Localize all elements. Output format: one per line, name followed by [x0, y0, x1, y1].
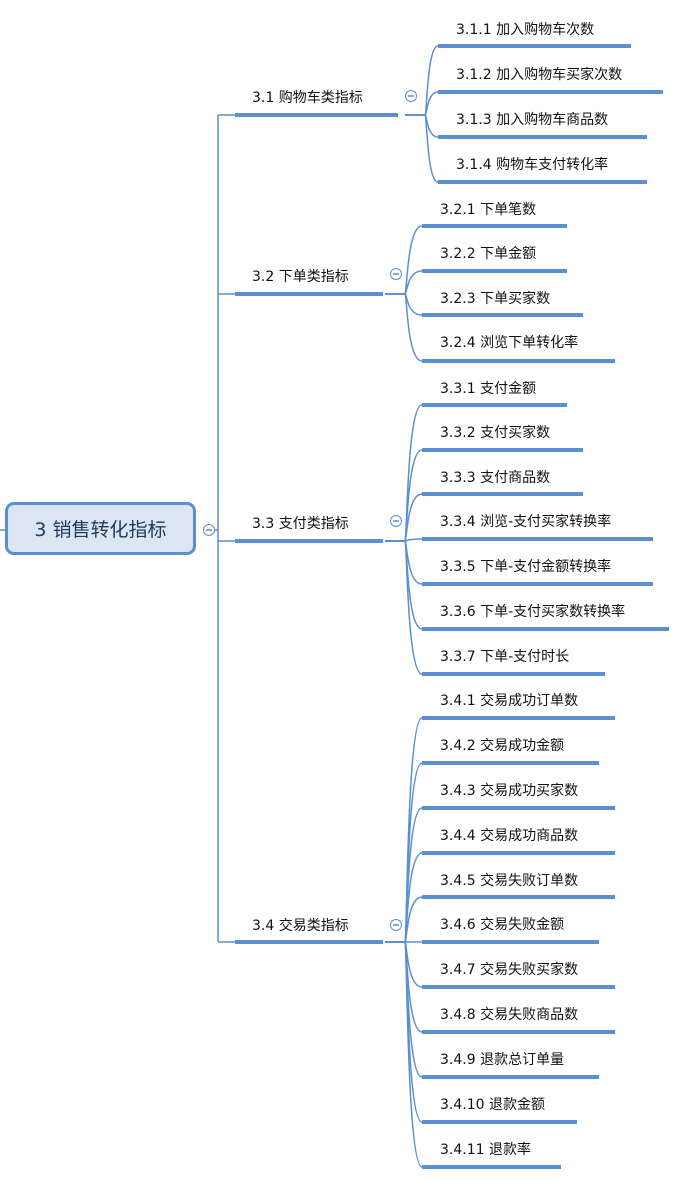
- leaf-3-4-5[interactable]: 3.4.5 交易失败订单数: [440, 873, 579, 889]
- leaf-3-4-11[interactable]: 3.4.11 退款率: [440, 1142, 531, 1158]
- leaf-3-3-1[interactable]: 3.3.1 支付金额: [440, 381, 537, 397]
- leaf-3-1-2[interactable]: 3.1.2 加入购物车买家次数: [456, 67, 623, 83]
- branch-3-2-collapse-button[interactable]: [390, 268, 402, 280]
- leaf-3-3-7[interactable]: 3.3.7 下单-支付时长: [440, 649, 570, 665]
- leaf-3-2-3[interactable]: 3.2.3 下单买家数: [440, 291, 551, 307]
- branch-3-1-label[interactable]: 3.1 购物车类指标: [252, 90, 363, 106]
- branch-3-4-collapse-button[interactable]: [390, 919, 402, 931]
- branch-3-1-collapse-button[interactable]: [405, 90, 417, 102]
- leaf-3-3-3[interactable]: 3.3.3 支付商品数: [440, 470, 551, 486]
- branch-3-3-label[interactable]: 3.3 支付类指标: [252, 516, 349, 532]
- leaf-3-4-9[interactable]: 3.4.9 退款总订单量: [440, 1052, 565, 1068]
- leaf-3-4-3[interactable]: 3.4.3 交易成功买家数: [440, 783, 579, 799]
- leaf-3-4-8[interactable]: 3.4.8 交易失败商品数: [440, 1007, 579, 1023]
- leaf-3-3-6[interactable]: 3.3.6 下单-支付买家数转换率: [440, 604, 626, 620]
- branch-3-4-label[interactable]: 3.4 交易类指标: [252, 918, 349, 934]
- root-collapse-button[interactable]: [203, 524, 215, 536]
- leaf-3-1-3[interactable]: 3.1.3 加入购物车商品数: [456, 112, 609, 128]
- branch-3-2-label[interactable]: 3.2 下单类指标: [252, 269, 349, 285]
- leaf-3-3-5[interactable]: 3.3.5 下单-支付金额转换率: [440, 559, 612, 575]
- leaf-3-3-4[interactable]: 3.3.4 浏览-支付买家转换率: [440, 514, 612, 530]
- leaf-3-4-4[interactable]: 3.4.4 交易成功商品数: [440, 828, 579, 844]
- branch-3-3-collapse-button[interactable]: [390, 515, 402, 527]
- leaf-3-4-10[interactable]: 3.4.10 退款金额: [440, 1097, 545, 1113]
- leaf-3-4-2[interactable]: 3.4.2 交易成功金额: [440, 738, 565, 754]
- leaf-3-4-1[interactable]: 3.4.1 交易成功订单数: [440, 693, 579, 709]
- root-topic-label: 3 销售转化指标: [34, 519, 167, 541]
- leaf-3-2-2[interactable]: 3.2.2 下单金额: [440, 246, 537, 262]
- leaf-3-1-4[interactable]: 3.1.4 购物车支付转化率: [456, 157, 609, 173]
- leaf-3-1-1[interactable]: 3.1.1 加入购物车次数: [456, 22, 595, 38]
- leaf-3-2-4[interactable]: 3.2.4 浏览下单转化率: [440, 335, 579, 351]
- leaf-3-4-6[interactable]: 3.4.6 交易失败金额: [440, 917, 565, 933]
- leaf-3-2-1[interactable]: 3.2.1 下单笔数: [440, 202, 537, 218]
- leaf-3-3-2[interactable]: 3.3.2 支付买家数: [440, 425, 551, 441]
- leaf-3-4-7[interactable]: 3.4.7 交易失败买家数: [440, 962, 579, 978]
- root-topic[interactable]: 3 销售转化指标: [5, 502, 196, 555]
